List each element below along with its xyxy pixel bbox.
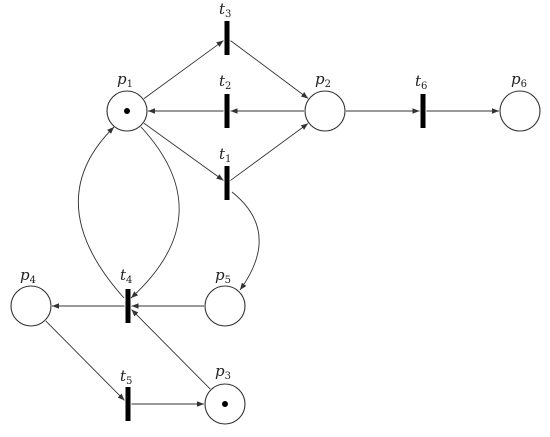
- arc-p3-to-t4: [131, 309, 211, 390]
- transition-t4: [125, 289, 131, 323]
- arc-p1-to-t3: [143, 40, 224, 99]
- transition-t2: [224, 94, 230, 128]
- place-p4: [10, 285, 52, 327]
- label-layer: p1 p2 p3 p4 p5 p6 t1 t2 t3 t4 t5 t6: [20, 0, 527, 387]
- arc-t4-to-p1: [77, 126, 125, 299]
- place-label-p3: p3: [215, 362, 231, 382]
- place-p5: [204, 285, 246, 327]
- place-label-p6: p6: [511, 70, 527, 90]
- arc-p4-to-t5: [45, 320, 125, 401]
- arc-t3-to-p2: [230, 40, 309, 99]
- transition-label-t1: t1: [219, 145, 231, 165]
- place-label-p1: p1: [117, 70, 133, 90]
- token-p3: [222, 401, 228, 407]
- transition-t1: [224, 166, 230, 200]
- node-layer: [10, 21, 541, 425]
- token-p1: [124, 108, 130, 114]
- transition-label-t5: t5: [120, 367, 132, 387]
- arc-layer: [45, 40, 499, 407]
- arc-t1-to-p5: [231, 191, 260, 291]
- transition-label-t2: t2: [219, 72, 231, 92]
- place-label-p2: p2: [315, 70, 331, 90]
- transition-t5: [125, 387, 131, 421]
- transition-label-t6: t6: [415, 72, 427, 92]
- arc-p1-to-t4: [130, 126, 180, 299]
- transition-t3: [224, 21, 230, 55]
- place-p6: [499, 90, 541, 132]
- place-p2: [304, 90, 346, 132]
- arc-t1-to-p2: [230, 123, 309, 181]
- transition-t6: [420, 94, 426, 128]
- place-label-p5: p5: [215, 266, 231, 286]
- transition-label-t4: t4: [120, 266, 132, 286]
- transition-label-t3: t3: [219, 0, 231, 20]
- place-label-p4: p4: [20, 266, 36, 286]
- arc-p1-to-t1: [143, 122, 224, 181]
